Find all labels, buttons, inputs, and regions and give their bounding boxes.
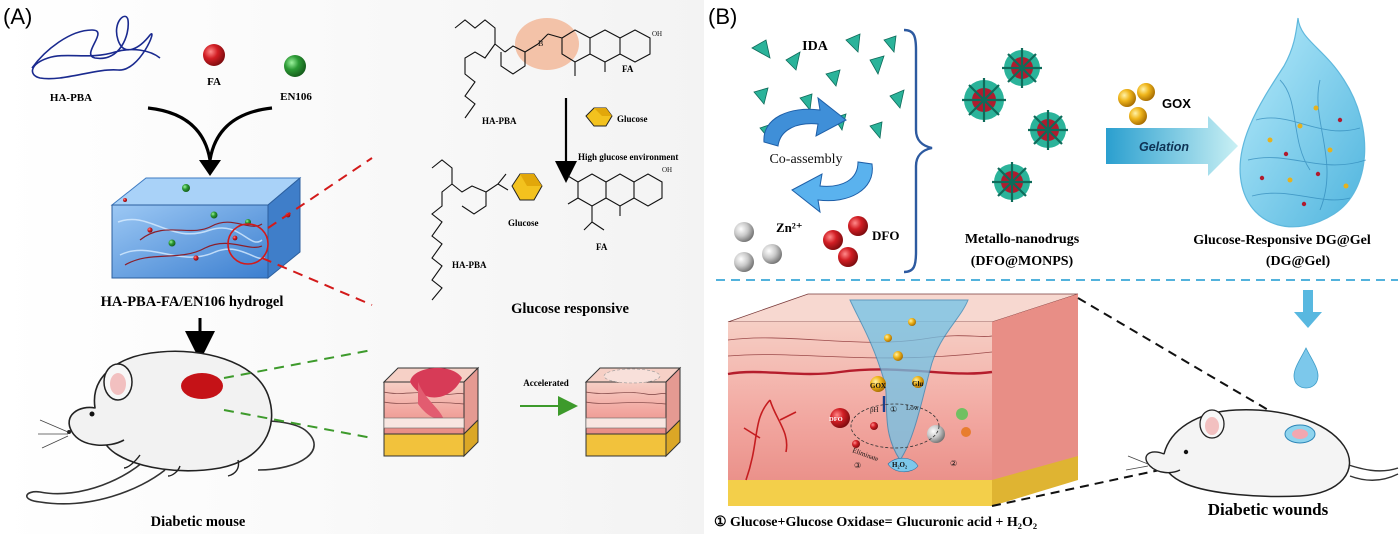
- binding-site-highlight: [515, 18, 579, 70]
- wound-before-illustration: [382, 366, 480, 458]
- chem-bottom-glucose-label: Glucose: [508, 218, 539, 228]
- metallo-nanodrug-particles-icon: [962, 48, 1068, 202]
- application-arrow: [1294, 290, 1322, 328]
- skin-glu-label: Glu: [912, 380, 923, 388]
- chem-top-fa-label: FA: [622, 64, 634, 74]
- skin-step3-label: ③: [854, 461, 861, 470]
- nanodrugs-label-line1: Metallo-nanodrugs: [965, 232, 1080, 247]
- chem-bottom-hapba-label: HA-PBA: [452, 260, 487, 270]
- skin-gox-label: GOX: [870, 382, 886, 390]
- high-glucose-environment-label: High glucose environment: [578, 152, 678, 162]
- glucose-responsive-caption: Glucose responsive: [511, 301, 629, 317]
- fa-sphere-icon: [203, 44, 225, 66]
- panel-a: (A) HA-PBA FA EN106: [0, 0, 704, 534]
- gelation-label: Gelation: [1139, 140, 1189, 154]
- chem-top-hapba-label: HA-PBA: [482, 116, 517, 126]
- gelation-arrow: [1106, 116, 1238, 176]
- mouse-wound-line-bottom: [223, 409, 373, 439]
- skin-cross-section: [727, 293, 1079, 506]
- mouse-illustration: [26, 350, 315, 505]
- top-hydroxyl-label: OH: [652, 30, 662, 38]
- diabetic-mouse-label: Diabetic mouse: [151, 514, 246, 530]
- panel-b-tag: (B): [708, 4, 737, 29]
- ida-crystals-icon: [751, 33, 905, 141]
- boron-label: B: [538, 39, 543, 48]
- diabetic-wounds-label: Diabetic wounds: [1208, 500, 1329, 519]
- skin-h2o2-label: H₂O₂: [892, 461, 907, 469]
- bottom-hydroxyl-label: OH: [662, 166, 672, 174]
- en106-sphere-icon: [284, 55, 306, 77]
- glucose-legend-label: Glucose: [617, 114, 648, 124]
- zn-label: Zn²⁺: [776, 220, 803, 235]
- combine-arrow-head: [199, 160, 221, 176]
- ha-pba-label: HA-PBA: [50, 92, 92, 104]
- gox-enzyme-icon: [1118, 83, 1155, 125]
- chem-structure-bottom-left: [431, 159, 509, 301]
- skin-low-label: Low: [906, 404, 920, 412]
- panel-b: (B) IDA Co-assembly Zn²⁺: [708, 0, 1400, 534]
- chem-structure-bottom-right: [567, 173, 663, 231]
- mouse-with-dressing-illustration: [1125, 409, 1399, 498]
- chem-bottom-fa-label: FA: [596, 242, 608, 252]
- nanodrugs-label-line2: (DFO@MONPS): [971, 254, 1074, 269]
- dfo-label: DFO: [872, 228, 899, 243]
- panel-divider: [704, 0, 708, 534]
- accelerated-label: Accelerated: [523, 378, 568, 388]
- dg-gel-droplet-icon: [1239, 17, 1367, 228]
- hydrogel-zoom-circle: [227, 223, 269, 265]
- zoom-line-top: [267, 157, 373, 229]
- wound-healed-illustration: [584, 366, 682, 458]
- glucose-hexagon-bound-shade: [520, 174, 542, 186]
- grouping-bracket: [903, 28, 933, 274]
- ha-pba-polymer-icon: [31, 15, 161, 80]
- co-assembly-cycle-icon: [763, 96, 873, 214]
- chem-structure-top: [454, 18, 651, 119]
- panel-a-tag: (A): [3, 4, 32, 29]
- skin-ph-label: pH: [870, 406, 879, 414]
- skin-step1-label: ①: [890, 405, 897, 414]
- wound-link-top: [1077, 297, 1293, 425]
- skin-dfo-label: DFO: [829, 416, 843, 423]
- skin-step2-label: ②: [950, 459, 957, 468]
- en106-label: EN106: [280, 91, 312, 103]
- hydrogel-label: HA-PBA-FA/EN106 hydrogel: [101, 294, 284, 310]
- zoom-line-bottom: [261, 257, 373, 306]
- wound-link-bottom: [991, 441, 1291, 507]
- gel-label-line1: Glucose-Responsive DG@Gel: [1193, 233, 1371, 248]
- hydrogel-cube-icon: [110, 176, 302, 280]
- fa-label: FA: [207, 76, 221, 88]
- reaction-equation: ① Glucose+Glucose Oxidase= Glucuronic ac…: [714, 515, 1037, 530]
- glucose-hexagon-legend-shade: [594, 108, 612, 116]
- co-assembly-label: Co-assembly: [769, 152, 842, 167]
- mouse-wound-line-top: [223, 349, 373, 379]
- combine-arrow: [147, 106, 273, 161]
- dfo-molecules-icon: [823, 216, 868, 267]
- gox-label: GOX: [1162, 96, 1191, 111]
- gel-label-line2: (DG@Gel): [1266, 254, 1331, 269]
- ida-label: IDA: [802, 39, 829, 54]
- zn-ions-icon: [734, 222, 782, 272]
- gel-drop-icon: [1293, 347, 1319, 389]
